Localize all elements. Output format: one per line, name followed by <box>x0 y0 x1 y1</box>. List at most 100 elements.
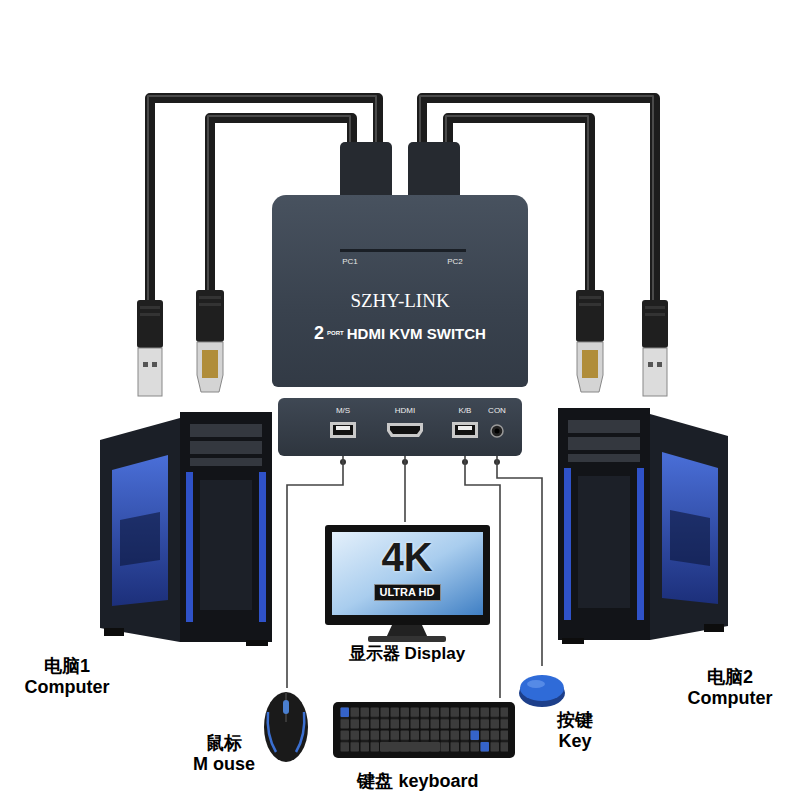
computer: 电脑2 Computer <box>552 405 792 725</box>
computer-tower <box>578 476 630 608</box>
hdmi-plug <box>576 290 604 392</box>
keyboard: 键盘 keyboard <box>330 698 520 796</box>
strain-relief <box>408 142 460 202</box>
text-line: Computer <box>675 688 785 709</box>
usb-plug <box>657 362 662 367</box>
port-dot <box>340 459 500 465</box>
key: 按键 Key <box>516 666 606 758</box>
computer-tower <box>670 510 710 566</box>
key-button <box>520 675 564 701</box>
switch-back-panel-detail <box>333 425 353 435</box>
usb-plug <box>140 313 160 316</box>
hdmi-plug <box>196 290 224 342</box>
computer-tower <box>558 408 728 644</box>
monitor <box>332 532 483 615</box>
port-label: CON <box>482 406 512 415</box>
mouse <box>268 712 276 752</box>
usb-plug <box>645 313 665 316</box>
keyboard <box>481 742 490 752</box>
hdmi-plug <box>199 303 221 306</box>
monitor <box>325 525 490 642</box>
text-line: 电脑1 <box>8 656 126 677</box>
computer-tower <box>558 408 650 640</box>
mouse <box>283 700 289 714</box>
computer-tower <box>562 638 584 644</box>
mouse <box>264 692 308 762</box>
computer-tower <box>662 452 718 604</box>
computer-tower <box>100 418 180 642</box>
switch-back-panel-detail <box>495 429 500 434</box>
computer-tower <box>637 468 644 620</box>
switch-body: 2PORTHDMI KVM SWITCHPC1PC2SZHY-LINK <box>272 195 528 387</box>
brand-name: SZHY-LINK <box>290 290 510 312</box>
screen-text: 4K <box>347 534 467 580</box>
text-line: 按键 <box>546 710 604 731</box>
key-button <box>519 675 565 707</box>
computer-tower <box>100 412 272 646</box>
switch-back-panel-detail <box>387 423 423 437</box>
computer-tower <box>180 412 272 642</box>
device-label: 显示器 Display <box>320 644 495 664</box>
key-button <box>527 680 545 688</box>
computer-tower <box>112 455 168 606</box>
product-name: HDMI KVM SWITCH <box>347 325 486 342</box>
text-line: 电脑2 <box>675 667 785 688</box>
strain-relief <box>340 142 460 202</box>
usb-plug <box>648 362 653 367</box>
hdmi-plug <box>576 290 604 342</box>
device-label: 电脑2 Computer <box>675 667 785 708</box>
usb-plug <box>138 348 162 396</box>
keyboard <box>333 702 515 758</box>
usb-plug <box>143 362 148 367</box>
computer-tower <box>190 441 262 454</box>
device-label: 鼠标 M ouse <box>188 733 260 774</box>
computer-tower <box>259 472 266 622</box>
cable-line <box>465 456 500 698</box>
switch-back-panel-detail <box>390 426 420 434</box>
hdmi-plug <box>582 350 598 378</box>
port-count: 2 <box>314 323 324 344</box>
mouse <box>296 712 304 752</box>
port-label: PC2 <box>435 257 475 266</box>
text-line: Key <box>546 731 604 752</box>
monitor <box>368 636 446 642</box>
monitor <box>325 525 490 625</box>
computer-tower <box>190 424 262 437</box>
computer-tower <box>104 628 124 636</box>
computer-tower <box>568 437 640 450</box>
strain-relief <box>340 142 392 202</box>
screen-badge: ULTRA HD <box>374 584 441 601</box>
computer-tower <box>190 458 262 466</box>
device-label: 电脑1 Computer <box>8 656 126 697</box>
usb-plug <box>643 348 667 396</box>
text-line: Computer <box>8 677 126 698</box>
mouse <box>264 692 308 762</box>
usb-plug <box>642 300 668 396</box>
usb-plug <box>645 306 665 309</box>
hdmi-plug <box>202 350 218 378</box>
keyboard <box>333 702 515 758</box>
text-line: M ouse <box>188 754 260 775</box>
keyboard <box>340 707 508 753</box>
device-label: 按键 Key <box>546 710 604 751</box>
computer-tower <box>650 414 728 640</box>
usb-plug <box>137 300 163 396</box>
port-label: M/S <box>326 406 360 415</box>
hdmi-plug <box>196 290 224 392</box>
hdmi-plug <box>579 303 601 306</box>
usb-plug <box>137 300 163 348</box>
cable-line <box>404 456 406 522</box>
computer: 电脑1 Computer <box>8 412 278 712</box>
switch-back-panel-detail <box>336 426 350 430</box>
switch-body-detail <box>340 249 466 252</box>
keyboard <box>380 742 440 752</box>
usb-plug <box>642 300 668 348</box>
computer-tower <box>568 454 640 462</box>
port-word: PORT <box>327 330 344 337</box>
hdmi-plug <box>199 296 221 299</box>
usb-plug <box>140 306 160 309</box>
port-label: HDMI <box>385 406 425 415</box>
display: 4K ULTRA HD 显示器 Display <box>320 522 497 668</box>
port-label: K/B <box>448 406 482 415</box>
